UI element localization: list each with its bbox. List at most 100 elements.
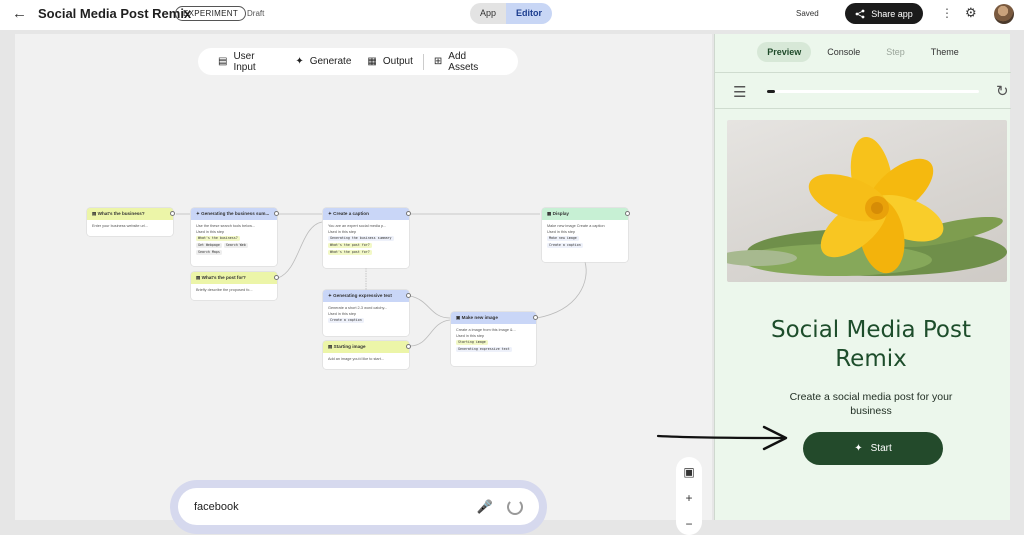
share-app-button[interactable]: Share app [845, 3, 923, 24]
user-input-label: User Input [233, 50, 256, 73]
chip: Get Webpage [196, 243, 222, 248]
editor-canvas[interactable] [15, 34, 712, 520]
chip: What's the business? [196, 236, 240, 241]
user-input-icon: ▤ [218, 56, 228, 67]
node-expressive-text[interactable]: ✦ Generating expressive text Generate a … [323, 290, 409, 336]
node-title-text: Make new image [461, 315, 498, 320]
node-title: ▤ What's the business? [87, 208, 173, 220]
node-port[interactable] [170, 211, 175, 216]
node-starting-image[interactable]: ▤ Starting image Add an image you'd like… [323, 341, 409, 369]
tab-theme[interactable]: Theme [930, 47, 959, 57]
tab-step[interactable]: Step [886, 47, 905, 57]
node-port[interactable] [406, 344, 411, 349]
node-display[interactable]: ▦ Display Make new image Create a captio… [542, 208, 628, 262]
node-title-text: What's the business? [97, 211, 145, 216]
node-body: Create a image from this image &... Used… [451, 324, 536, 356]
node-port[interactable] [274, 211, 279, 216]
tab-preview[interactable]: Preview [757, 42, 812, 62]
node-body: Use the these search tools below... Used… [191, 220, 277, 259]
node-body-text: Create a image from this image &... [456, 328, 516, 332]
node-title-text: What's the post for? [201, 275, 246, 280]
node-title: ✦ Generating expressive text [323, 290, 409, 302]
search-input[interactable]: facebook 🎤 [178, 488, 539, 525]
zoom-out-icon[interactable]: − [685, 517, 693, 531]
add-assets-label: Add Assets [448, 50, 479, 73]
generate-button[interactable]: ✦ Generate [287, 56, 359, 67]
node-title: ▤ Starting image [323, 341, 409, 353]
chip: Generating the business summary [328, 236, 394, 241]
app-preview-title: Social Media Post Remix [770, 317, 971, 372]
node-body: You are an expert social media p... Used… [323, 220, 409, 259]
experiment-badge: EXPERIMENT [175, 6, 247, 21]
divider [715, 108, 1011, 109]
draft-status: Draft [247, 9, 265, 18]
node-title-text: Create a caption [333, 211, 369, 216]
tab-console[interactable]: Console [827, 47, 861, 57]
output-icon: ▦ [547, 211, 552, 216]
output-button[interactable]: ▦ Output [359, 56, 420, 67]
node-body: Make new image Create a caption Used in … [542, 220, 628, 252]
editor-mode-tab[interactable]: Editor [506, 3, 553, 24]
node-title-text: Display [552, 211, 569, 216]
divider [715, 72, 1011, 73]
node-port[interactable] [406, 211, 411, 216]
user-input-button[interactable]: ▤ User Input [210, 51, 287, 73]
node-title-text: Generating the business sum... [201, 211, 270, 216]
sparkle-icon: ✦ [295, 56, 304, 67]
node-body: Add an image you'd like to start... [328, 357, 385, 361]
node-title-text: Generating expressive text [333, 293, 392, 298]
node-title: ▦ Display [542, 208, 628, 220]
node-port[interactable] [625, 211, 630, 216]
node-port[interactable] [274, 275, 279, 280]
node-port[interactable] [406, 293, 411, 298]
mic-icon[interactable]: 🎤 [476, 498, 493, 514]
more-vert-icon[interactable]: ⋮ [941, 6, 953, 20]
node-title: ▤ What's the post for? [191, 272, 277, 284]
start-button[interactable]: ✦ Start [803, 432, 943, 465]
chip: Make new image [547, 236, 579, 241]
app-mode-tab[interactable]: App [470, 3, 507, 24]
arrow-left-icon[interactable]: ← [12, 5, 27, 22]
start-label: Start [870, 443, 892, 454]
refresh-icon[interactable]: ↻ [996, 83, 1009, 100]
chip: Search Web [223, 243, 248, 248]
sparkle-icon: ✦ [328, 211, 332, 216]
gear-icon[interactable]: ⚙ [965, 5, 977, 20]
node-make-new-image[interactable]: ▣ Make new image Create a image from thi… [451, 312, 536, 366]
node-title: ▣ Make new image [451, 312, 536, 324]
node-title: ✦ Generating the business sum... [191, 208, 277, 220]
used-in-label: Used in this step [328, 230, 357, 234]
app-title: Social Media Post Remix [38, 6, 192, 21]
node-whats-the-post-for[interactable]: ▤ What's the post for? Briefly describe … [191, 272, 277, 300]
input-icon: ▤ [196, 275, 201, 280]
add-assets-button[interactable]: ⊞ Add Assets [426, 51, 506, 73]
avatar[interactable] [994, 4, 1014, 24]
menu-icon[interactable]: ☰ [733, 84, 747, 101]
share-app-label: Share app [871, 8, 913, 19]
node-title-text: Starting image [333, 344, 366, 349]
node-body-text: Use the these search tools below... [196, 224, 255, 228]
zoom-in-icon[interactable]: + [685, 491, 693, 505]
node-body-text: Generate a short 2-3 word catchy... [328, 306, 388, 310]
used-in-label: Used in this step [328, 312, 357, 316]
node-port[interactable] [533, 315, 538, 320]
app-preview-description: Create a social media post for your busi… [789, 391, 953, 417]
node-title: ✦ Create a caption [323, 208, 409, 220]
node-generating-summary[interactable]: ✦ Generating the business sum... Use the… [191, 208, 277, 266]
node-create-caption[interactable]: ✦ Create a caption You are an expert soc… [323, 208, 409, 268]
node-body-text: You are an expert social media p... [328, 224, 387, 228]
chip: What's the post for? [328, 243, 372, 248]
sparkle-icon: ✦ [196, 211, 200, 216]
node-whats-the-business[interactable]: ▤ What's the business? Enter your busine… [87, 208, 173, 236]
image-icon: ▣ [456, 315, 461, 320]
zoom-controls: ▣ + − [676, 457, 702, 535]
progress-fill [767, 90, 776, 93]
chip: Generating expressive text [456, 347, 512, 352]
used-in-label: Used in this step [547, 230, 576, 234]
chip: Starting image [456, 340, 488, 345]
node-body: Enter your business website url... [92, 224, 148, 228]
input-icon: ▤ [92, 211, 97, 216]
fit-view-icon[interactable]: ▣ [683, 465, 695, 479]
chip: Search Maps [196, 250, 222, 255]
